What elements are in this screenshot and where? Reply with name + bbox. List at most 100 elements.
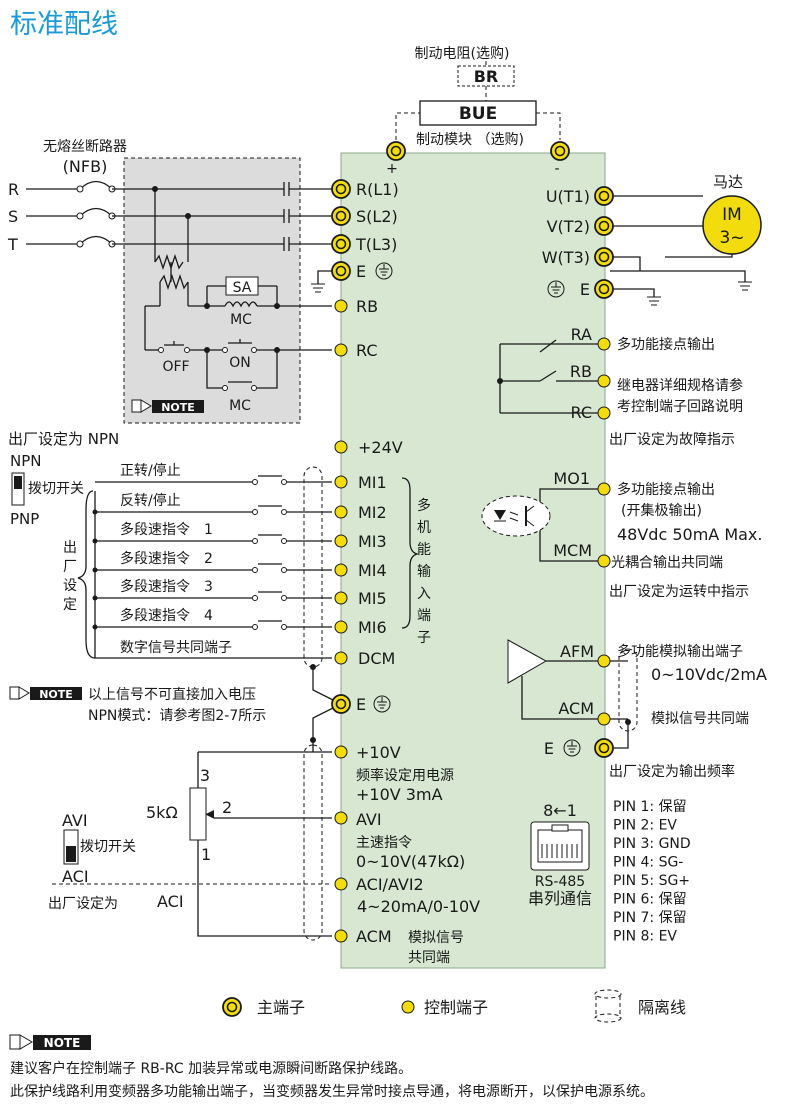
terminal-24v-label: +24V: [358, 438, 403, 457]
mcm-desc: 光耦合输出共同端: [611, 555, 723, 571]
svg-text:NOTE: NOTE: [39, 688, 73, 701]
svg-text:出: 出: [63, 540, 77, 556]
earth-ground-icon: [311, 283, 325, 293]
terminal-e-out-label: E: [580, 280, 590, 299]
rs485-line2: 串列通信: [528, 889, 592, 908]
rs485-pin: PIN 8: EV: [613, 929, 677, 945]
terminal-s-label: S(L2): [356, 207, 398, 226]
avi-label: AVI: [356, 810, 382, 829]
terminal-relay-rb: [597, 374, 611, 388]
mo-default: 出厂设定为运转中指示: [609, 584, 749, 600]
rs485-pin: PIN 7: 保留: [613, 910, 687, 926]
legend-main-icon: [222, 997, 242, 1017]
plus10-label: +10V: [356, 743, 401, 762]
terminal-rc-label: RC: [356, 341, 378, 360]
terminal-dcm: [334, 651, 348, 665]
mc-coil-icon: [224, 301, 258, 308]
sa-label: SA: [233, 280, 252, 296]
terminal-mi: [334, 620, 348, 634]
terminal-aci: [334, 877, 348, 891]
avi-switch-aci: ACI: [62, 867, 89, 886]
plus10-desc2: +10V 3mA: [356, 785, 443, 804]
ground-icon: [375, 262, 393, 280]
on-label: ON: [229, 355, 251, 371]
svg-text:厂: 厂: [63, 559, 77, 575]
terminal-mi: [334, 563, 348, 577]
terminal-mi-label: MI5: [358, 589, 387, 608]
rs485-pin: PIN 4: SG-: [613, 855, 683, 871]
terminal-mi: [334, 475, 348, 489]
svg-text:NOTE: NOTE: [161, 401, 195, 414]
output-terminals: [594, 186, 614, 299]
terminal-e-analog-label: E: [544, 739, 554, 758]
terminal-mi-label: MI2: [358, 503, 387, 522]
pot-resistance: 5kΩ: [146, 803, 178, 822]
phase-r-label: R: [8, 180, 19, 199]
breaker-caption: 无熔丝断路器: [43, 139, 127, 155]
input-desc: 反转/停止: [120, 492, 181, 509]
terminal-avi: [334, 811, 348, 825]
aci-desc: 4~20mA/0-10V: [357, 897, 480, 916]
afm-label: AFM: [560, 642, 594, 661]
braking-unit-caption: 制动模块 （选购): [416, 132, 524, 148]
off-label: OFF: [162, 359, 189, 375]
terminal-e-middle-label: E: [356, 695, 366, 714]
rj45-port-icon: [530, 821, 590, 871]
afm-desc2: 0~10Vdc/2mA: [651, 665, 767, 684]
terminal-mi: [334, 591, 348, 605]
terminal-acm-out: [597, 712, 611, 726]
legend-isolation-label: 隔离线: [638, 998, 686, 1017]
switch-pnp-label: PNP: [10, 510, 39, 528]
power-terminals: [331, 179, 351, 281]
relay-rb-label: RB: [570, 362, 592, 381]
relay-rc-label: RC: [571, 403, 593, 422]
mo1-label: MO1: [553, 469, 590, 488]
svg-text:定: 定: [63, 597, 77, 613]
legend-control-icon: [401, 1000, 415, 1014]
amplifier-icon: [507, 639, 548, 684]
mc-label: MC: [230, 312, 252, 328]
braking-resistor-caption: 制动电阻(选购): [415, 46, 510, 62]
switch-npn-label: NPN: [10, 452, 42, 470]
aci-label: ACI/AVI2: [356, 875, 424, 894]
relay-desc2: 继电器详细规格请参: [617, 377, 743, 394]
motor-caption: 马达: [713, 173, 743, 191]
note-npn: NPN模式：请参考图2-7所示: [88, 707, 266, 724]
terminal-w-label: W(T3): [542, 248, 590, 267]
aci-default-label: ACI: [157, 892, 184, 911]
acm-out-label: ACM: [558, 699, 594, 718]
terminal-t-label: T(L3): [355, 235, 397, 254]
ground-middle-icon: [373, 695, 391, 713]
terminal-relay-rc: [597, 406, 611, 420]
braking-unit-box: [419, 100, 537, 126]
terminal-plus: [386, 141, 406, 161]
acm-in-desc2: 共同端: [408, 950, 450, 966]
output-wires: [610, 195, 752, 306]
legend-control-label: 控制端子: [424, 998, 488, 1017]
mc2-label: MC: [229, 398, 251, 414]
terminal-afm: [597, 654, 611, 668]
acm-out-desc: 模拟信号共同端: [651, 711, 749, 727]
pot-pin1: 1: [201, 845, 211, 864]
rs485-pin: PIN 1: 保留: [613, 799, 687, 815]
terminal-mi: [334, 534, 348, 548]
svg-text:机: 机: [417, 520, 431, 536]
plus-label: +: [386, 161, 398, 177]
isolation-line-digital: [303, 466, 323, 668]
footer-line2: 此保护线路利用变频器多功能输出端子，当变频器发生异常时接点导通，将电源断开，以保…: [10, 1083, 654, 1100]
terminal-v-label: V(T2): [547, 217, 590, 236]
input-desc: 多段速指令 4: [120, 607, 213, 624]
avi-switch-avi: AVI: [62, 811, 88, 830]
pot-pin2: 2: [222, 798, 232, 817]
input-desc: 多段速指令 1: [120, 521, 213, 538]
svg-text:端: 端: [417, 608, 431, 624]
terminal-mo1: [597, 482, 611, 496]
avi-desc1: 主速指令: [356, 835, 412, 851]
terminal-10v: [334, 745, 348, 759]
protection-circuit-box: [123, 157, 301, 424]
pot-pin3: 3: [200, 766, 210, 785]
isolation-line-analog-in: [303, 744, 323, 941]
